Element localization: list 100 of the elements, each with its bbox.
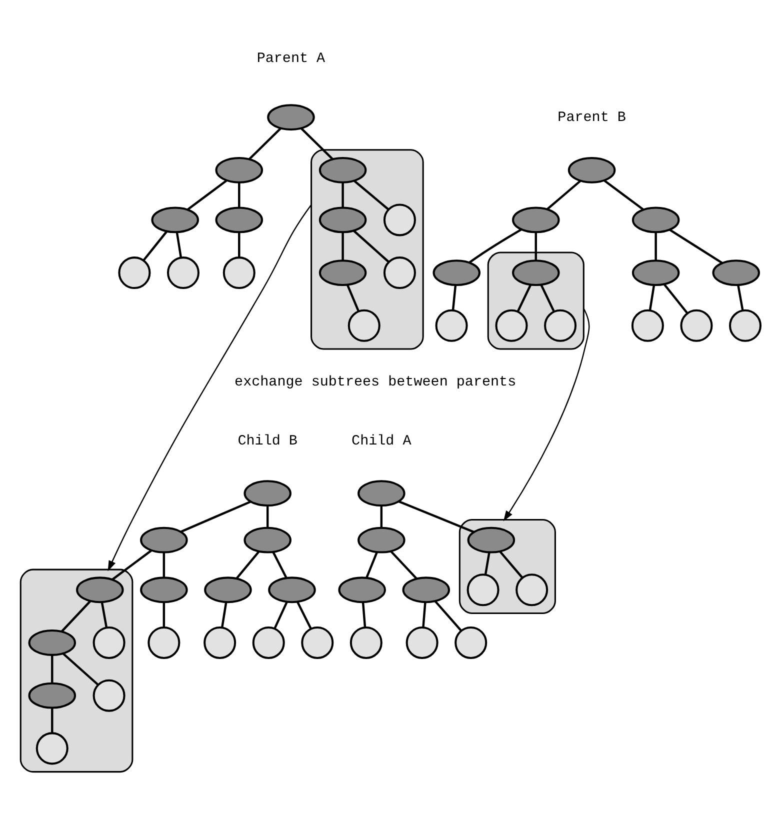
node-ellipse xyxy=(267,104,315,131)
connector xyxy=(353,230,390,263)
connector xyxy=(452,284,457,310)
node-ellipse xyxy=(512,206,560,234)
connector xyxy=(220,602,228,628)
node-ellipse xyxy=(712,260,760,286)
node-ellipse xyxy=(318,260,367,286)
connector xyxy=(51,708,54,733)
node-circle xyxy=(92,679,126,712)
node-ellipse xyxy=(140,526,188,554)
node-circle xyxy=(166,256,200,290)
connector xyxy=(176,232,182,258)
connector xyxy=(362,602,366,628)
connector xyxy=(354,180,389,210)
connector xyxy=(346,284,360,312)
node-circle xyxy=(435,309,468,342)
label: exchange subtrees between parents xyxy=(234,374,516,390)
node-circle xyxy=(92,626,126,659)
connector xyxy=(100,602,108,628)
node-ellipse xyxy=(512,260,560,286)
label: Child A xyxy=(352,433,412,450)
connector xyxy=(422,602,426,628)
connector xyxy=(236,550,260,580)
node-circle xyxy=(631,309,664,342)
node-circle xyxy=(729,309,762,342)
node-ellipse xyxy=(632,206,680,234)
connector xyxy=(142,231,168,262)
node-ellipse xyxy=(467,526,516,554)
connector xyxy=(274,602,288,630)
connector xyxy=(51,655,54,684)
node-circle xyxy=(495,309,528,342)
label: Child B xyxy=(238,433,298,450)
cluster xyxy=(310,149,424,350)
node-ellipse xyxy=(204,576,252,604)
arrow xyxy=(108,204,312,572)
connector xyxy=(238,232,240,258)
connector xyxy=(162,602,166,628)
connector xyxy=(499,550,524,578)
connector xyxy=(296,602,312,630)
node-ellipse xyxy=(151,206,199,234)
node-circle xyxy=(383,256,416,290)
node-ellipse xyxy=(28,630,76,656)
node-circle xyxy=(406,626,438,659)
connector xyxy=(300,128,334,160)
node-circle xyxy=(148,626,180,659)
node-ellipse xyxy=(215,156,264,184)
node-circle xyxy=(348,309,380,342)
node-circle xyxy=(516,574,548,606)
connector xyxy=(366,552,378,578)
node-circle xyxy=(252,626,285,659)
connector xyxy=(398,500,474,534)
connector xyxy=(187,180,228,210)
connector xyxy=(654,232,657,261)
connector xyxy=(266,506,269,528)
connector xyxy=(516,284,532,312)
connector xyxy=(604,180,644,210)
node-circle xyxy=(301,626,334,659)
connector xyxy=(546,180,582,210)
connector xyxy=(434,600,462,632)
connector xyxy=(664,284,688,314)
node-circle xyxy=(204,626,236,659)
connector xyxy=(180,500,251,533)
connector xyxy=(468,228,522,264)
connector xyxy=(342,182,344,208)
connector xyxy=(669,228,723,264)
node-ellipse xyxy=(76,576,124,604)
node-ellipse xyxy=(318,206,367,234)
node-ellipse xyxy=(268,576,316,604)
connector xyxy=(737,284,744,311)
connector xyxy=(380,506,383,528)
connector xyxy=(484,552,490,575)
node-ellipse xyxy=(244,480,292,507)
label: Parent B xyxy=(558,110,626,126)
connector xyxy=(162,552,166,578)
arrow xyxy=(503,308,590,522)
node-circle xyxy=(466,574,500,606)
node-ellipse xyxy=(632,260,680,286)
connector xyxy=(390,550,418,580)
connector xyxy=(112,550,152,580)
node-ellipse xyxy=(318,156,367,184)
connector xyxy=(648,284,656,311)
connector xyxy=(534,232,538,261)
node-ellipse xyxy=(338,576,386,604)
node-ellipse xyxy=(28,682,76,709)
node-ellipse xyxy=(358,480,406,507)
node-ellipse xyxy=(432,260,480,286)
cluster xyxy=(487,252,584,350)
node-ellipse xyxy=(402,576,450,604)
cluster xyxy=(458,519,556,614)
node-circle xyxy=(36,732,68,765)
cluster xyxy=(20,568,134,773)
node-circle xyxy=(350,626,382,659)
connector xyxy=(60,600,92,632)
node-circle xyxy=(454,626,488,659)
label: Parent A xyxy=(256,51,326,68)
node-circle xyxy=(383,204,416,236)
node-circle xyxy=(222,256,256,290)
connector xyxy=(540,284,556,312)
connector xyxy=(62,652,99,686)
node-circle xyxy=(680,309,713,342)
